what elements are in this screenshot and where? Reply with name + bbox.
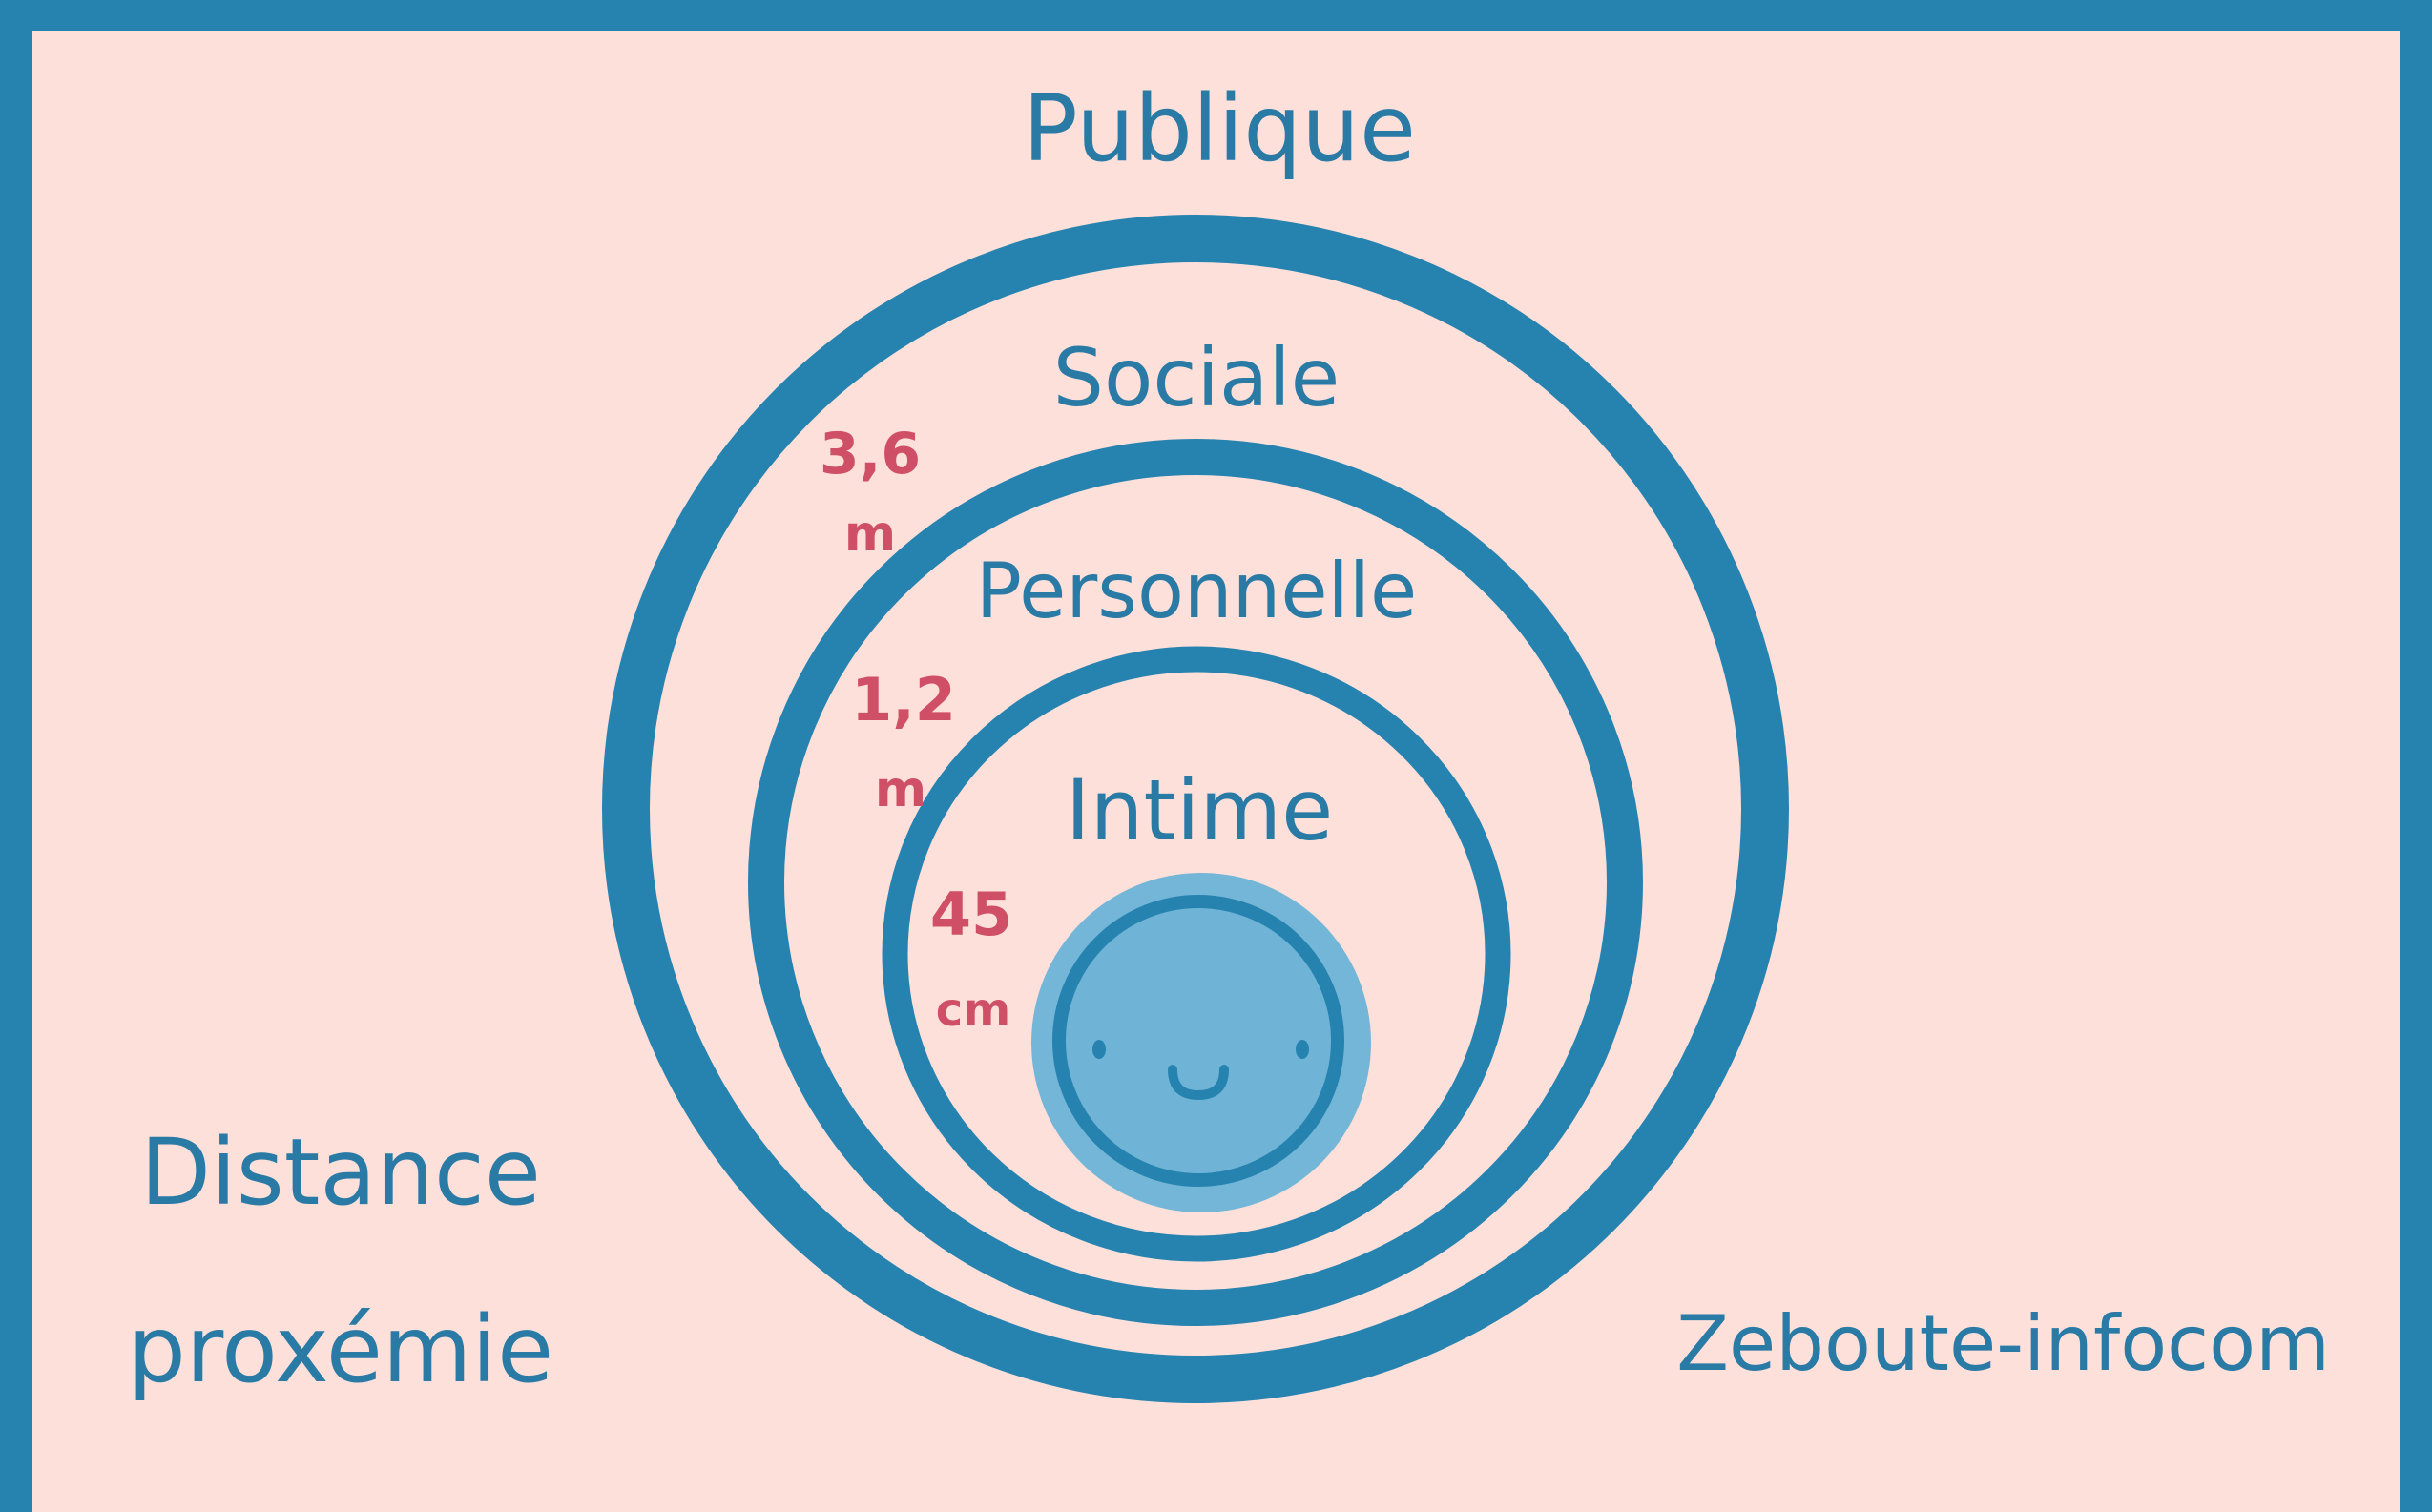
distance-value-intime: 45 <box>930 880 1012 949</box>
distance-value-sociale: 3,6 <box>820 421 921 487</box>
left-eye-icon <box>1092 1040 1106 1059</box>
right-eye-icon <box>1296 1040 1309 1059</box>
ring-sociale <box>748 439 1643 1326</box>
smiley-face-icon <box>1031 873 1371 1212</box>
distance-unit-intime: cm <box>936 984 1010 1037</box>
diagram-frame <box>32 31 2400 1512</box>
zone-label-sociale: Sociale <box>1053 331 1341 425</box>
diagram-title-line2: proxémie <box>128 1296 553 1403</box>
distance-value-personnelle: 1,2 <box>851 665 956 735</box>
distance-unit-sociale: m <box>844 506 896 563</box>
ring-publique <box>602 215 1789 1403</box>
smile-icon <box>1168 1065 1229 1101</box>
distance-unit-personnelle: m <box>875 761 926 818</box>
zone-label-intime: Intime <box>1066 761 1334 860</box>
zone-label-publique: Publique <box>1023 75 1416 182</box>
zone-label-personnelle: Personnelle <box>976 547 1417 635</box>
diagram-title-line1: Distance <box>140 1119 541 1226</box>
ring-personnelle <box>882 646 1511 1262</box>
credit-text: Zeboute-infocom <box>1676 1299 2330 1388</box>
